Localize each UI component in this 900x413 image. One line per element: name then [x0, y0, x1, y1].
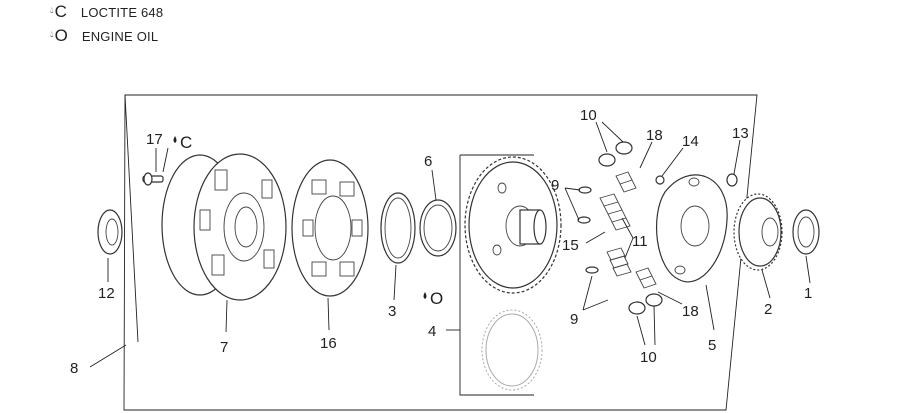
callout-10-top: 10	[580, 107, 597, 124]
part-2-gear	[733, 193, 783, 271]
marker-oil: O	[423, 289, 443, 308]
drop-icon: 💧︎	[50, 5, 54, 15]
part-1-washer	[792, 209, 820, 255]
part-4-gear	[464, 156, 562, 294]
callout-18-bottom: 18	[682, 303, 699, 320]
legend-loctite: 💧︎C LOCTITE 648	[50, 2, 163, 22]
callout-13: 13	[732, 125, 749, 142]
svg-text:C: C	[180, 133, 192, 152]
callout-11: 11	[632, 233, 648, 250]
drop-icon: 💧︎	[50, 29, 54, 39]
frame-left-edge	[124, 94, 139, 343]
callout-10-bottom: 10	[640, 349, 657, 366]
part-4-gear-ghost	[481, 309, 543, 391]
assembly-frame	[123, 94, 758, 411]
callout-4: 4	[428, 323, 436, 340]
part-13-nut	[726, 173, 738, 187]
callout-labels: 12 17 7 16 3 6 4 8 10 18 14 13 9 15 11 9…	[70, 107, 812, 377]
callout-17: 17	[146, 131, 163, 148]
callout-6: 6	[424, 153, 432, 170]
part-7-clutch-housing	[161, 153, 287, 301]
callout-18-top: 18	[646, 127, 663, 144]
callout-12: 12	[98, 285, 115, 302]
callout-9-top: 9	[551, 177, 559, 194]
callout-5: 5	[708, 337, 716, 354]
part-16-friction-disc	[291, 159, 369, 297]
legend-oil-text: ENGINE OIL	[81, 29, 159, 44]
part-17-screw	[142, 172, 164, 186]
callout-16: 16	[320, 335, 337, 352]
marker-loctite: C	[173, 133, 192, 152]
bracket-4	[459, 154, 534, 396]
callout-1: 1	[804, 285, 812, 302]
callout-8: 8	[70, 360, 78, 377]
part-3-ring	[380, 192, 416, 264]
drop-icon	[423, 292, 427, 299]
part-5-pressure-plate	[655, 174, 728, 283]
svg-text:O: O	[430, 289, 443, 308]
legend-engine-oil: 💧︎O ENGINE OIL	[50, 26, 158, 46]
legend-loctite-symbol: 💧︎C	[50, 2, 67, 21]
leader-lines	[89, 121, 811, 368]
part-12-bushing	[97, 209, 123, 255]
callout-9-bottom: 9	[570, 311, 578, 328]
legend-loctite-text: LOCTITE 648	[80, 5, 164, 20]
callout-3: 3	[388, 303, 396, 320]
springs	[577, 141, 665, 315]
legend-oil-symbol: 💧︎O	[50, 26, 68, 45]
callout-2: 2	[764, 301, 772, 318]
callout-7: 7	[220, 339, 228, 356]
callout-15: 15	[562, 237, 579, 254]
part-6-o-ring	[419, 199, 457, 257]
callout-14: 14	[682, 133, 699, 150]
drop-icon	[173, 136, 177, 143]
